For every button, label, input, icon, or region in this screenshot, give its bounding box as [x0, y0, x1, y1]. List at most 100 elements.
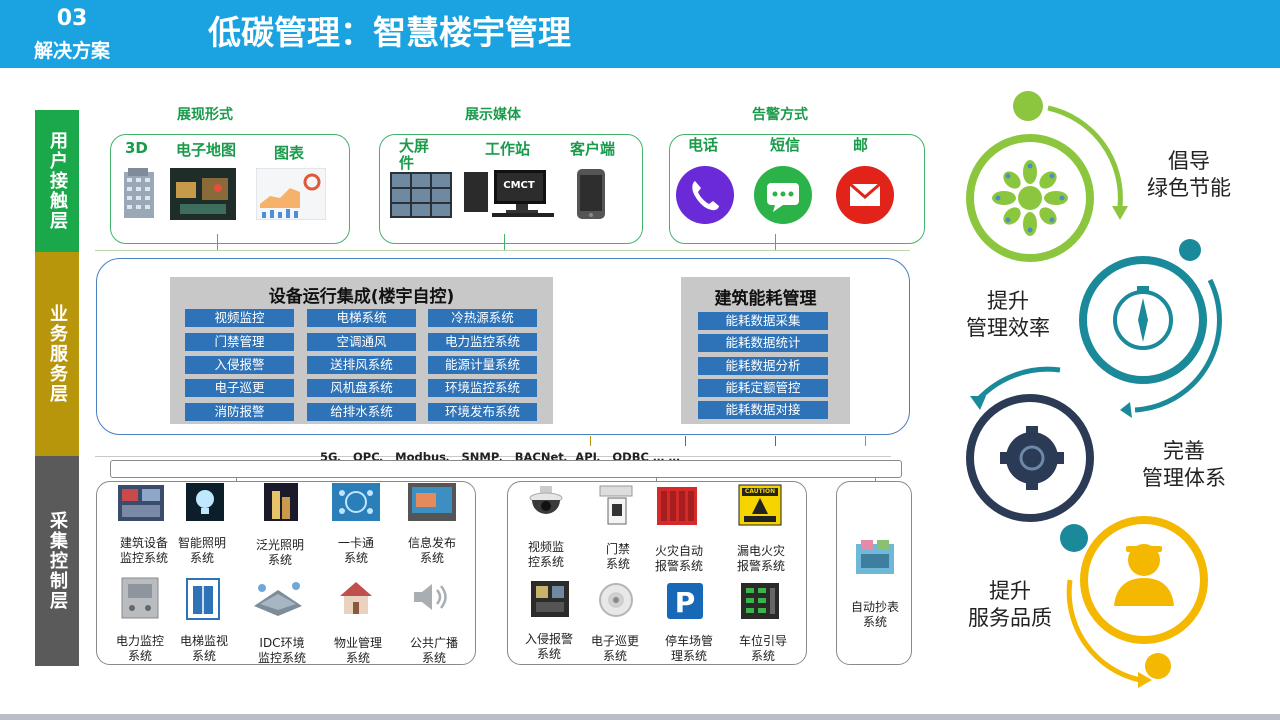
system-environment-publish[interactable]: 环境发布系统: [428, 403, 537, 421]
parking-sign-icon: P: [667, 583, 703, 619]
label-big-screen: 大屏件: [399, 137, 430, 172]
system-ventilation[interactable]: 送排风系统: [307, 356, 416, 374]
system-fire-alarm[interactable]: 消防报警: [185, 403, 294, 421]
access-reader-icon: [599, 485, 633, 525]
label-phone: 电话: [688, 136, 719, 154]
device-label: 视频监 控系统: [527, 540, 564, 569]
section-number: 03: [56, 6, 88, 31]
layer-label-service: 业务服务层: [35, 252, 79, 456]
power-cabinet-icon: [121, 577, 159, 619]
system-access-control[interactable]: 门禁管理: [185, 333, 294, 351]
media-heading: 展示媒体: [465, 107, 521, 123]
parking-guide-icon: [741, 583, 779, 619]
system-energy-metering[interactable]: 能源计量系统: [428, 356, 537, 374]
integration-panel: 设备运行集成(楼宇自控) 视频监控 门禁管理 入侵报警 电子巡更 消防报警 电梯…: [170, 277, 553, 424]
caution-text: CAUTION: [744, 488, 776, 495]
energy-panel: 建筑能耗管理 能耗数据采集 能耗数据统计 能耗数据分析 能耗定额管控 能耗数据对…: [681, 277, 850, 424]
footer-bar: [0, 714, 1280, 720]
dome-camera-icon: [529, 486, 563, 514]
label-workstation: 工作站: [485, 140, 531, 158]
device-label: 电力监控 系统: [115, 634, 164, 663]
idc-environment-icon: [254, 582, 302, 616]
device-label: IDC环境 监控系统: [257, 636, 306, 665]
connector-line: [775, 436, 776, 446]
energy-title: 建筑能耗管理: [714, 289, 817, 309]
property-house-icon: [340, 582, 372, 614]
workstation-brand: CMCT: [503, 180, 535, 191]
patrol-point-icon: [599, 583, 633, 617]
connector-line: [217, 234, 218, 250]
chart-dashboard-icon: [256, 168, 326, 220]
phone-call-icon: [676, 166, 734, 224]
system-water[interactable]: 给排水系统: [307, 403, 416, 421]
cycle-label-system: 完善 管理体系: [1142, 439, 1226, 490]
layer-label-user: 用户接触层: [35, 110, 79, 252]
label-client: 客户端: [570, 140, 616, 158]
device-label: 物业管理 系统: [333, 636, 382, 665]
device-label: 电子巡更 系统: [590, 634, 639, 663]
video-wall-icon: [390, 172, 452, 218]
cycle-label-service: 提升 服务品质: [968, 579, 1052, 630]
device-label: 信息发布 系统: [407, 536, 456, 565]
device-label: 漏电火灾 报警系统: [736, 544, 785, 573]
label-sms: 短信: [770, 136, 801, 154]
connector-line: [590, 436, 591, 446]
header-bar: [0, 0, 1280, 68]
label-3d: 3D: [125, 139, 148, 157]
device-label: 泛光照明 系统: [255, 538, 304, 567]
system-video-monitoring[interactable]: 视频监控: [185, 309, 294, 327]
page-title: 低碳管理：智慧楼宇管理: [208, 13, 571, 52]
section-label: 解决方案: [33, 40, 110, 62]
device-label: 火灾自动 报警系统: [654, 544, 703, 573]
system-intrusion-alarm[interactable]: 入侵报警: [185, 356, 294, 374]
cycle-label-efficiency: 提升 管理效率: [966, 289, 1050, 340]
connector-line: [865, 436, 866, 446]
system-hvac[interactable]: 空调通风: [307, 333, 416, 351]
energy-data-analysis[interactable]: 能耗数据分析: [698, 357, 828, 375]
svg-text:P: P: [675, 586, 696, 619]
label-map: 电子地图: [176, 141, 237, 159]
alert-heading: 告警方式: [752, 107, 808, 123]
caution-sign-icon: [738, 484, 782, 526]
energy-data-collect[interactable]: 能耗数据采集: [698, 312, 828, 330]
connector-line: [504, 234, 505, 250]
device-label: 公共广播 系统: [409, 636, 458, 665]
connector-line: [775, 234, 776, 250]
floodlight-icon: [264, 483, 298, 521]
speaker-icon: [414, 584, 447, 610]
client-phone-icon: [577, 169, 605, 219]
energy-data-docking[interactable]: 能耗数据对接: [698, 401, 828, 419]
system-environment-monitoring[interactable]: 环境监控系统: [428, 379, 537, 397]
label-chart: 图表: [274, 144, 305, 162]
device-label: 一卡通 系统: [337, 536, 374, 565]
smart-lighting-icon: [186, 483, 224, 521]
display-heading: 展现形式: [177, 107, 233, 123]
auto-meter-reading-icon: [856, 540, 894, 574]
energy-data-statistics[interactable]: 能耗数据统计: [698, 334, 828, 352]
integration-title: 设备运行集成(楼宇自控): [268, 287, 455, 307]
system-elevator[interactable]: 电梯系统: [307, 309, 416, 327]
system-fan-coil[interactable]: 风机盘系统: [307, 379, 416, 397]
energy-quota-control[interactable]: 能耗定额管控: [698, 379, 828, 397]
elevator-icon: [186, 578, 220, 620]
system-patrol[interactable]: 电子巡更: [185, 379, 294, 397]
intrusion-panel-icon: [531, 581, 569, 617]
system-cooling-heating[interactable]: 冷热源系统: [428, 309, 537, 327]
device-label: 入侵报警 系统: [524, 632, 573, 661]
building-3d-icon: [124, 168, 154, 218]
device-label: 门禁 系统: [605, 542, 630, 571]
info-display-icon: [408, 483, 456, 521]
connector-line: [685, 436, 686, 446]
device-label: 电梯监视 系统: [179, 634, 228, 663]
protocol-bar: [110, 460, 902, 478]
fire-alarm-cabinet-icon: [657, 487, 697, 525]
system-power-monitoring[interactable]: 电力监控系统: [428, 333, 537, 351]
mail-icon: [836, 166, 894, 224]
device-label: 自动抄表 系统: [850, 600, 899, 629]
cycle-label-green: 倡导 绿色节能: [1147, 149, 1231, 200]
layer-label-collect: 采集控制层: [35, 456, 79, 666]
management-cycle-graphic: [966, 91, 1222, 688]
building-equipment-icon: [118, 485, 164, 521]
sms-message-icon: [754, 166, 812, 224]
device-label: 智能照明 系统: [177, 536, 226, 565]
